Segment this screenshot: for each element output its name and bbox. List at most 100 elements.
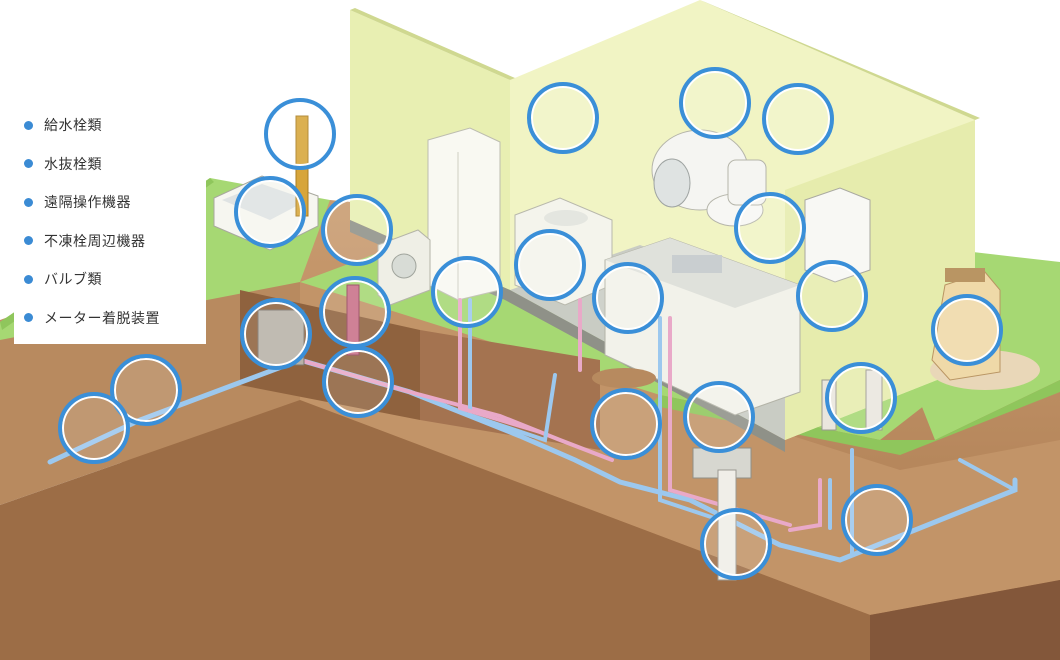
sink-icon	[234, 176, 306, 248]
hotspot-inner-ring	[62, 396, 126, 460]
washer-tap-hotspot[interactable]	[431, 256, 503, 328]
hotspot-area	[702, 510, 770, 578]
hotspot-inner-ring	[518, 233, 582, 297]
box-icon	[322, 346, 394, 418]
hotspot-inner-ring	[738, 196, 802, 260]
bullet-icon	[24, 313, 33, 323]
legend-item[interactable]: 水抜栓類	[24, 145, 206, 184]
wall-faucet-hotspot[interactable]	[683, 381, 755, 453]
hotspot-area	[798, 262, 866, 330]
antifreeze-valve-hotspot[interactable]	[321, 194, 393, 266]
basin-valve-icon	[514, 229, 586, 301]
hotspot-layer	[58, 67, 1003, 580]
toilet-valve-hotspot[interactable]	[734, 192, 806, 264]
tap-icon	[431, 256, 503, 328]
hotspot-area	[112, 356, 180, 424]
legend-item-label: バルブ類	[44, 272, 102, 289]
hotspot-inner-ring	[435, 260, 499, 324]
hotspot-inner-ring	[935, 298, 999, 362]
legend-item[interactable]: 給水栓類	[24, 106, 206, 145]
underground-elbow-hotspot[interactable]	[700, 508, 772, 580]
elbow-icon	[700, 508, 772, 580]
hotspot-inner-ring	[594, 392, 658, 456]
legend-item[interactable]: 遠隔操作機器	[24, 183, 206, 222]
legend: 給水栓類水抜栓類遠隔操作機器不凍栓周辺機器バルブ類メーター着脱装置	[14, 98, 206, 344]
hotspot-inner-ring	[323, 280, 387, 344]
wall-faucet-icon	[683, 381, 755, 453]
hotspot-inner-ring	[326, 350, 390, 414]
faucet-icon	[264, 98, 336, 170]
mixer-icon	[679, 67, 751, 139]
drain-plug-hotspot[interactable]	[825, 362, 897, 434]
bullet-icon	[24, 236, 33, 246]
wall-knob-hotspot[interactable]	[762, 83, 834, 155]
hotspot-area	[60, 394, 128, 462]
hotspot-area	[736, 194, 804, 262]
heater-valve-hotspot[interactable]	[796, 260, 868, 332]
hotspot-inner-ring	[704, 512, 768, 576]
riser-icon	[590, 388, 662, 460]
underground-riser-hotspot[interactable]	[590, 388, 662, 460]
legend-item[interactable]: 不凍栓周辺機器	[24, 222, 206, 261]
hotspot-area	[764, 85, 832, 153]
hotspot-inner-ring	[596, 266, 660, 330]
hotspot-area	[236, 178, 304, 246]
hotspot-area	[516, 231, 584, 299]
valve-joint-icon	[841, 484, 913, 556]
underground-valve-hotspot[interactable]	[841, 484, 913, 556]
hotspot-area	[685, 383, 753, 451]
hotspot-inner-ring	[114, 358, 178, 422]
hotspot-area	[324, 348, 392, 416]
pipe-icon	[319, 276, 391, 348]
toilet-valve-icon	[734, 192, 806, 264]
drain-icon	[240, 298, 312, 370]
hotspot-area	[266, 100, 334, 168]
faucet-pillar-hotspot[interactable]	[264, 98, 336, 170]
hotspot-area	[827, 364, 895, 432]
floor-drain-icon	[592, 262, 664, 334]
drain-plug-icon	[825, 362, 897, 434]
legend-item[interactable]: メーター着脱装置	[24, 299, 206, 338]
controller-icon	[527, 82, 599, 154]
hotspot-area	[592, 390, 660, 458]
hotspot-area	[594, 264, 662, 332]
hotspot-area	[321, 278, 389, 346]
hotspot-inner-ring	[766, 87, 830, 151]
hotspot-area	[681, 69, 749, 137]
basin-valve-hotspot[interactable]	[514, 229, 586, 301]
meter-icon	[58, 392, 130, 464]
hotspot-area	[843, 486, 911, 554]
underground-equipment	[257, 284, 752, 581]
hotspot-inner-ring	[687, 385, 751, 449]
shower-mixer-hotspot[interactable]	[679, 67, 751, 139]
pipe-riser-hotspot[interactable]	[319, 276, 391, 348]
hotspot-inner-ring	[268, 102, 332, 166]
hotspot-inner-ring	[800, 264, 864, 328]
insulated-box-hotspot[interactable]	[322, 346, 394, 418]
bullet-icon	[24, 274, 33, 284]
legend-item-label: 不凍栓周辺機器	[44, 233, 146, 250]
brick-faucet-icon	[931, 294, 1003, 366]
remote-controller-hotspot[interactable]	[527, 82, 599, 154]
hotspot-inner-ring	[244, 302, 308, 366]
legend-item-label: 遠隔操作機器	[44, 195, 131, 212]
hotspot-inner-ring	[325, 198, 389, 262]
hotspot-area	[323, 196, 391, 264]
hotspot-area	[529, 84, 597, 152]
heater-valve-icon	[796, 260, 868, 332]
floor-drain-hotspot[interactable]	[592, 262, 664, 334]
legend-item[interactable]: バルブ類	[24, 260, 206, 299]
bullet-icon	[24, 159, 33, 169]
water-meter-hotspot[interactable]	[58, 392, 130, 464]
buried-drain-hotspot[interactable]	[240, 298, 312, 370]
legend-item-label: 水抜栓類	[44, 156, 102, 173]
hotspot-area	[433, 258, 501, 326]
hotspot-inner-ring	[238, 180, 302, 244]
brick-faucet-hotspot[interactable]	[931, 294, 1003, 366]
outdoor-sink-hotspot[interactable]	[234, 176, 306, 248]
hotspot-inner-ring	[829, 366, 893, 430]
hotspot-area	[242, 300, 310, 368]
gate-valve-hotspot[interactable]	[110, 354, 182, 426]
legend-item-label: 給水栓類	[44, 118, 102, 135]
gate-valve-icon	[110, 354, 182, 426]
